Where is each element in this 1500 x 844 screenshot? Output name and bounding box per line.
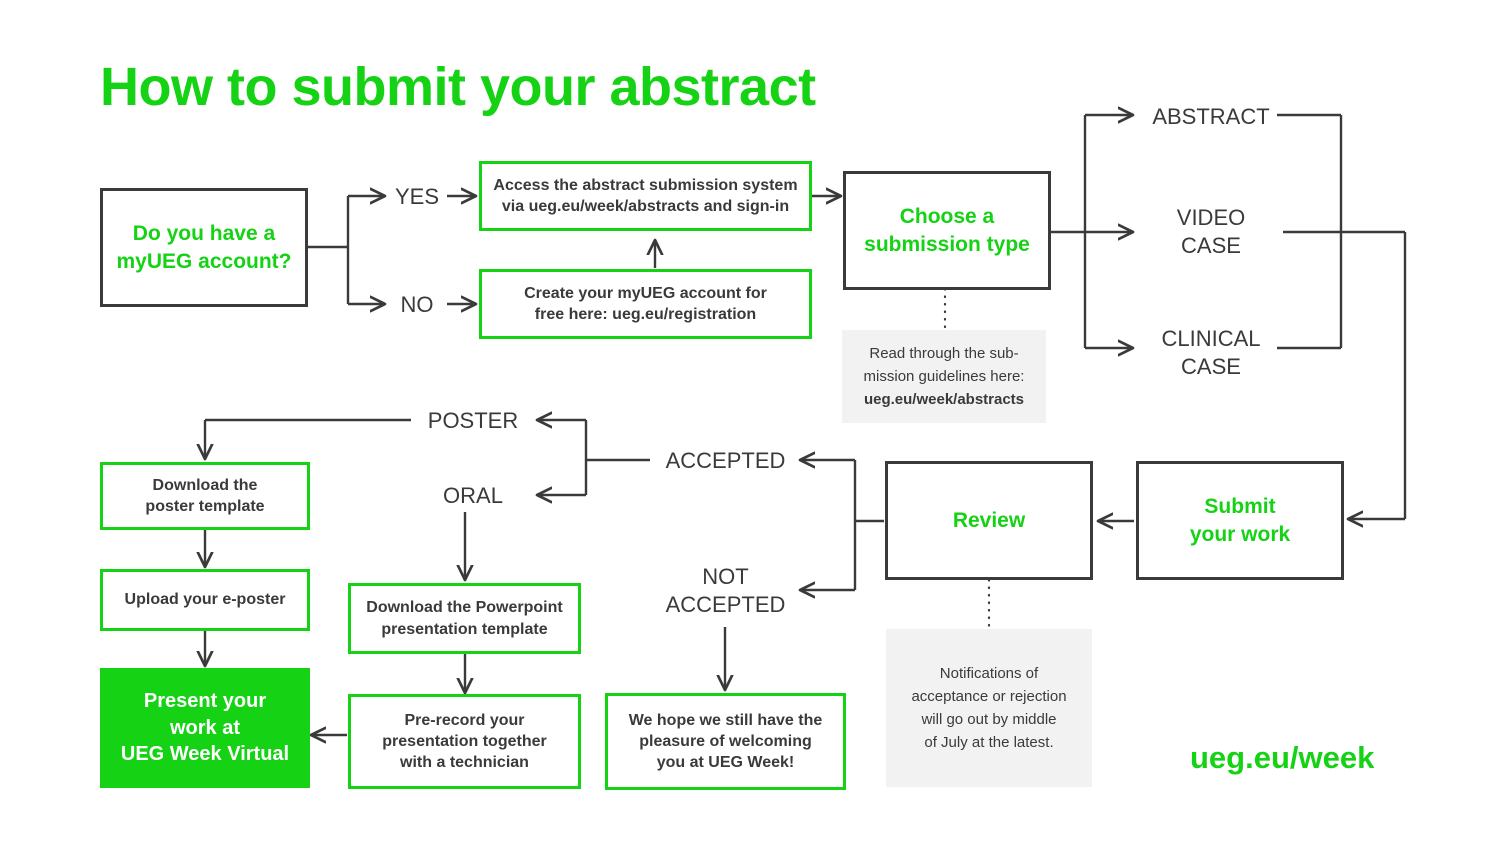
node-submit-your-work[interactable]: Submit your work [1136,461,1344,580]
note-guidelines-url: ueg.eu/week/abstracts [863,391,1025,409]
node-create-myueg-account-label: Create your myUEG account for free here:… [524,284,767,323]
note-notifications-line3: will go out by middle [921,711,1057,728]
label-no: NO [400,292,434,317]
node-upload-eposter[interactable]: Upload your e-poster [100,569,310,631]
label-oral: ORAL [443,483,503,508]
node-present-your-work[interactable]: Present your work at UEG Week Virtual [100,668,310,788]
label-not-accepted: NOT ACCEPTED [665,564,786,618]
node-present-your-work-label: Present your work at UEG Week Virtual [120,690,290,766]
note-notifications-line4: of July at the latest. [924,734,1054,752]
note-submission-guidelines: Read through the sub- mission guidelines… [842,330,1046,423]
node-download-powerpoint-template-label: Download the Powerpoint presentation tem… [366,599,563,638]
note-notifications-line1: Notifications of [939,664,1039,682]
note-guidelines-line1: Read through the sub- [869,344,1019,362]
node-access-submission-system[interactable]: Access the abstract submission system vi… [479,161,812,231]
node-we-hope-welcome-label: We hope we still have the pleasure of we… [628,711,823,772]
node-download-poster-template[interactable]: Download the poster template [100,462,310,530]
label-accepted: ACCEPTED [665,448,786,473]
node-choose-submission-type-label: Choose a submission type [864,204,1030,256]
node-account-question[interactable]: Do you have a myUEG account? [100,188,308,307]
node-prerecord-presentation-label: Pre-record your presentation together wi… [382,711,547,772]
label-yes: YES [394,184,440,209]
node-review[interactable]: Review [885,461,1093,580]
note-guidelines-line2: mission guidelines here: [863,367,1025,385]
node-prerecord-presentation[interactable]: Pre-record your presentation together wi… [348,694,581,789]
node-account-question-label: Do you have a myUEG account? [116,221,292,273]
note-notifications: Notifications of acceptance or rejection… [886,629,1092,787]
node-download-powerpoint-template[interactable]: Download the Powerpoint presentation tem… [348,583,581,654]
node-choose-submission-type[interactable]: Choose a submission type [843,171,1051,290]
label-branch-clinical-case: CLINICAL CASE [1161,326,1261,380]
node-download-poster-template-label: Download the poster template [145,476,265,515]
label-branch-video-case: VIDEO CASE [1176,205,1246,259]
page-title: How to submit your abstract [100,57,816,117]
label-poster: POSTER [427,408,519,433]
node-submit-your-work-label: Submit your work [1189,494,1291,546]
footer-url[interactable]: ueg.eu/week [1190,740,1375,775]
node-review-label: Review [952,508,1026,532]
node-create-myueg-account[interactable]: Create your myUEG account for free here:… [479,269,812,339]
node-we-hope-welcome[interactable]: We hope we still have the pleasure of we… [605,693,846,790]
label-branch-abstract: ABSTRACT [1152,104,1270,129]
note-notifications-line2: acceptance or rejection [911,687,1067,705]
node-upload-eposter-label: Upload your e-poster [124,591,286,609]
node-access-submission-system-label: Access the abstract submission system vi… [493,176,798,215]
